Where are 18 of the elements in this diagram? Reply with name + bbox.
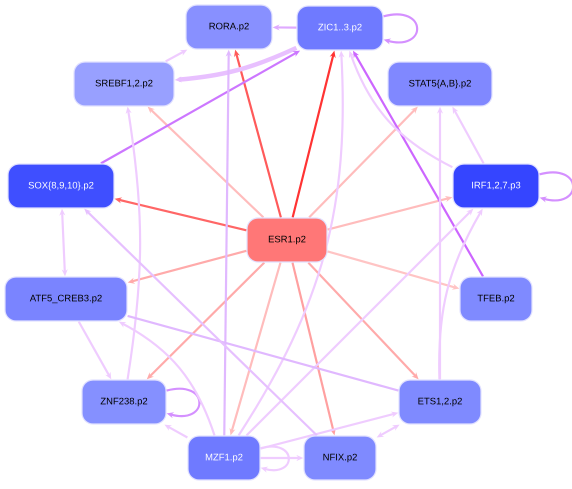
graph-node: ATF5_CREB3.p2: [4, 276, 128, 322]
graph-node: TFEB.p2: [459, 276, 533, 322]
graph-node: SREBF1,2.p2: [73, 61, 175, 107]
graph-node: SOX{8,9,10}.p2: [7, 163, 115, 209]
graph-node: ESR1.p2: [246, 217, 328, 263]
graph-node: RORA.p2: [185, 4, 273, 50]
graph-node: ZNF238.p2: [81, 379, 167, 425]
graph-node: MZF1.p2: [187, 435, 261, 481]
graph-node: ZIC1..3.p2: [296, 5, 384, 51]
arrow: [383, 13, 418, 44]
arrow: [260, 446, 290, 473]
arrow: [539, 171, 572, 202]
graph-node: ETS1,2.p2: [398, 379, 482, 425]
arrow: [166, 388, 200, 418]
graph-node: NFIX.p2: [303, 435, 377, 481]
graph-node: IRF1,2,7.p3: [452, 163, 540, 209]
connector-line: [127, 314, 399, 392]
graph-node: STAT5{A,B}.p2: [387, 61, 493, 107]
